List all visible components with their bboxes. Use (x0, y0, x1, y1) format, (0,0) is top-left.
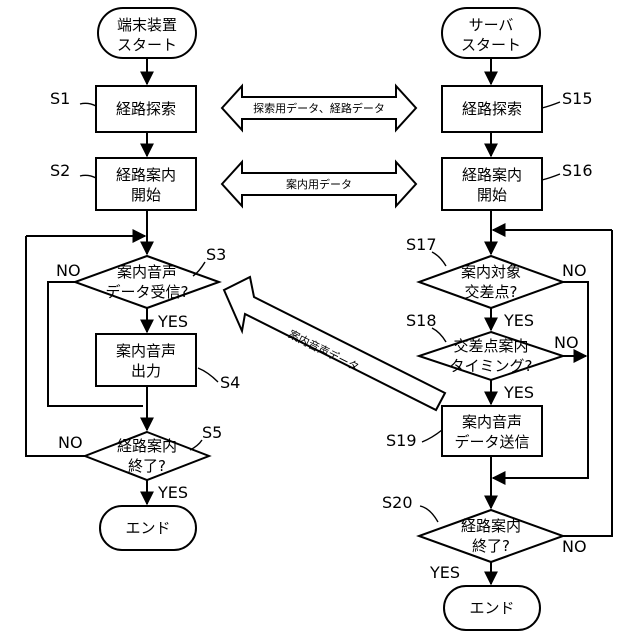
s18-line1: 交差点案内 (453, 337, 528, 355)
left-start-line2: スタート (117, 36, 177, 54)
s16-leader (542, 174, 560, 180)
right-start-line2: スタート (461, 36, 521, 54)
s4-line2: 出力 (131, 362, 161, 380)
transfer-voice-data-arrow: 案内音声データ (224, 277, 445, 410)
step-s2-box: 経路案内 開始 (96, 158, 196, 210)
s20-label: S20 (382, 493, 413, 512)
left-end-text: エンド (125, 519, 170, 537)
s3-no: NO (56, 261, 81, 280)
left-end-terminal: エンド (100, 506, 196, 550)
s3-line1: 案内音声 (117, 263, 177, 281)
s20-leader (420, 506, 438, 522)
s16-line1: 経路案内 (462, 166, 522, 184)
step-s1-box: 経路探索 (96, 86, 196, 132)
s1-label: S1 (50, 89, 70, 108)
step-s19-box: 案内音声 データ送信 (442, 406, 542, 456)
transfer-search-data-arrow: 探索用データ、経路データ (222, 86, 416, 130)
s5-line1: 経路案内 (117, 437, 177, 455)
s20-line1: 経路案内 (461, 517, 521, 535)
decision-s3: 案内音声 データ受信? (75, 256, 219, 308)
right-start-terminal: サーバ スタート (442, 8, 540, 58)
step-s4-box: 案内音声 出力 (96, 334, 196, 386)
s19-label: S19 (386, 431, 417, 450)
s19-line2: データ送信 (454, 433, 529, 451)
s17-yes: YES (503, 311, 534, 330)
s18-line2: タイミング? (450, 357, 533, 375)
s5-leader (190, 440, 202, 450)
s4-line1: 案内音声 (116, 342, 176, 360)
left-start-terminal: 端末装置 スタート (98, 8, 196, 58)
s18-yes: YES (503, 383, 534, 402)
s20-no: NO (562, 537, 587, 556)
decision-s17: 案内対象 交差点? (419, 256, 563, 308)
s5-yes: YES (157, 483, 188, 502)
decision-s18: 交差点案内 タイミング? (419, 332, 563, 380)
step-s15-box: 経路探索 (442, 86, 542, 132)
right-end-text: エンド (469, 599, 514, 617)
step-s16-box: 経路案内 開始 (442, 158, 542, 210)
left-start-line1: 端末装置 (117, 16, 177, 34)
transfer-guide-data-arrow: 案内用データ (222, 162, 416, 206)
s18-no: NO (554, 333, 579, 352)
s4-leader (198, 368, 218, 382)
s15-label: S15 (562, 89, 593, 108)
s4-label: S4 (220, 373, 240, 392)
s16-label: S16 (562, 161, 593, 180)
s15-text: 経路探索 (462, 100, 522, 118)
s5-label: S5 (202, 423, 222, 442)
s17-label: S17 (406, 235, 437, 254)
s3-yes: YES (157, 312, 188, 331)
s15-leader (542, 102, 560, 108)
s5-no: NO (58, 433, 83, 452)
s3-line2: データ受信? (106, 283, 189, 301)
s18-label: S18 (406, 311, 437, 330)
s20-line2: 終了? (472, 537, 510, 555)
s5-line2: 終了? (128, 457, 166, 475)
s2-leader (80, 175, 96, 178)
s19-line1: 案内音声 (462, 413, 522, 431)
s3-label: S3 (206, 245, 226, 264)
s2-line2: 開始 (131, 186, 161, 204)
s2-label: S2 (50, 161, 70, 180)
s19-leader (422, 430, 442, 442)
right-end-terminal: エンド (444, 586, 540, 630)
s20-yes: YES (429, 563, 460, 582)
s16-line2: 開始 (477, 186, 507, 204)
s2-line1: 経路案内 (116, 166, 176, 184)
s1-leader (80, 103, 96, 106)
s17-line2: 交差点? (465, 283, 518, 301)
right-start-line1: サーバ (469, 16, 514, 34)
s18-leader (432, 328, 446, 342)
s17-leader (432, 252, 446, 266)
s17-no: NO (562, 261, 587, 280)
s1-text: 経路探索 (116, 100, 176, 118)
transfer-search-data-text: 探索用データ、経路データ (253, 101, 385, 115)
s17-line1: 案内対象 (461, 263, 521, 281)
decision-s5: 経路案内 終了? (85, 432, 209, 480)
decision-s20: 経路案内 終了? (419, 510, 563, 562)
transfer-guide-data-text: 案内用データ (286, 177, 352, 191)
